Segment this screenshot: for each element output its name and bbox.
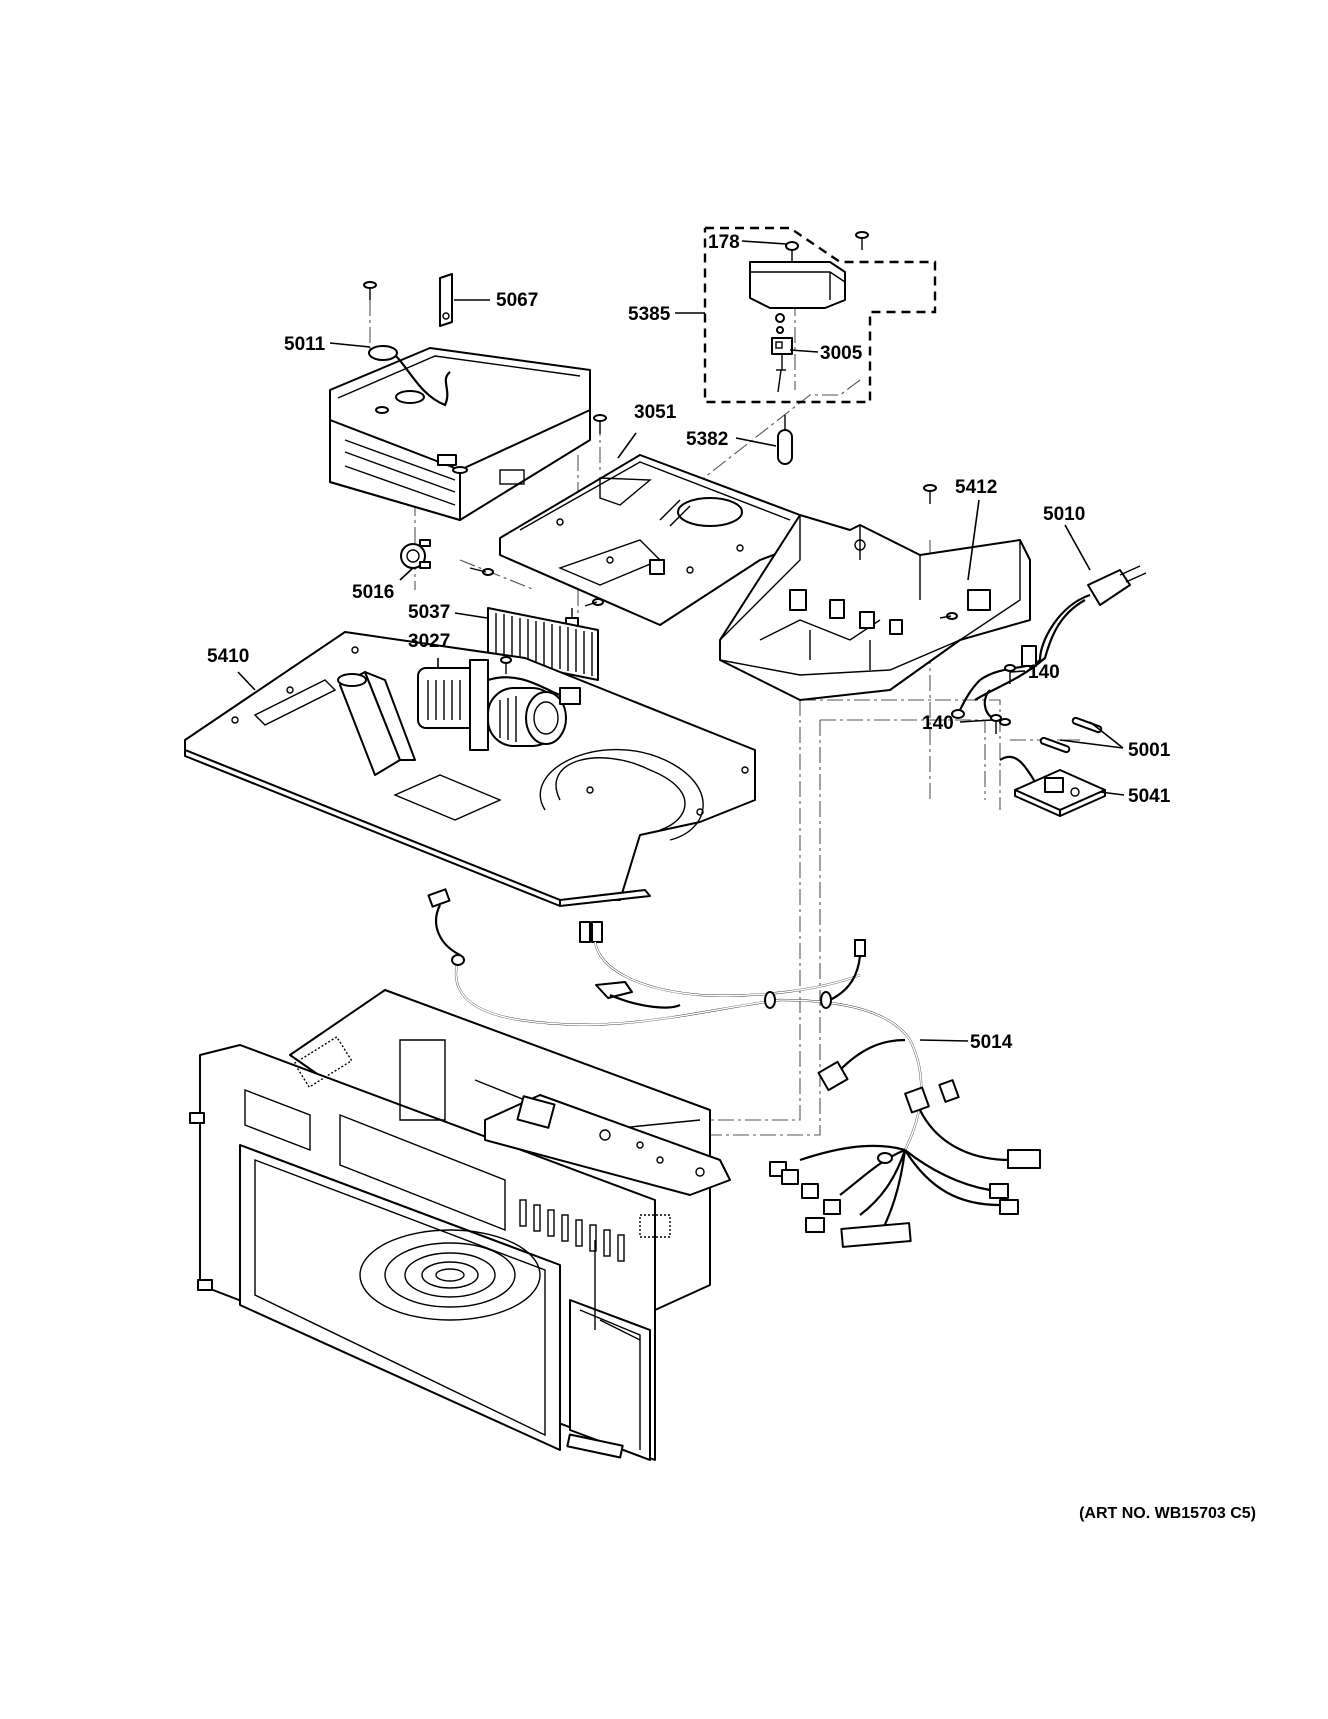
screw-5016	[469, 567, 494, 576]
screw-140-upper	[1004, 664, 1016, 684]
screw-under-plate	[584, 598, 604, 607]
cavity-vent-slots	[519, 1199, 625, 1262]
screw-3051	[593, 414, 607, 434]
part-5011-upper-duct-assembly	[329, 345, 591, 521]
screw-top-right	[855, 231, 869, 250]
screw-5011	[363, 281, 377, 300]
cavity-perforation	[293, 1035, 671, 1238]
screw-140-lower	[990, 714, 1002, 734]
callout-5410: 5410	[207, 646, 249, 667]
part-3051-mounting-plate	[499, 454, 801, 626]
part-178-nut	[785, 241, 799, 268]
callout-178: 178	[708, 232, 740, 253]
part-bracket-5385	[749, 261, 846, 309]
part-5067-bracket	[439, 273, 453, 327]
callout-3027: 3027	[408, 631, 450, 652]
blower-fins-right	[499, 696, 517, 742]
center-lines	[369, 300, 1080, 1136]
part-3027-blower-motor	[417, 659, 581, 751]
part-5041-board	[999, 755, 1106, 817]
callout-5014: 5014	[970, 1032, 1013, 1053]
callout-5412: 5412	[955, 477, 997, 498]
callout-labels: 178 5385 3005 5382 5067 5011 3051 5412 5…	[207, 232, 1256, 1522]
screw-5412	[923, 484, 937, 504]
callout-5382: 5382	[686, 429, 728, 450]
callout-5067: 5067	[496, 290, 538, 311]
callout-5037: 5037	[408, 602, 450, 623]
blower-fins-left	[427, 680, 461, 720]
part-5412-control-box	[719, 514, 1031, 701]
kit-5385-outline	[703, 226, 937, 404]
filter-mesh	[495, 613, 593, 676]
callout-5011: 5011	[284, 334, 326, 355]
callout-5041: 5041	[1128, 786, 1171, 807]
part-5014-wire-harness	[427, 888, 1041, 1248]
leader-lines	[237, 240, 1125, 1042]
part-5382-fuse	[777, 415, 793, 465]
callout-140-lower: 140	[922, 713, 954, 734]
callout-140-upper: 140	[1028, 662, 1060, 683]
part-duct-on-base	[337, 671, 416, 776]
callout-3005: 3005	[820, 343, 863, 364]
part-5001-fuses	[1039, 716, 1103, 754]
callout-5016: 5016	[352, 582, 394, 603]
callout-5010: 5010	[1043, 504, 1085, 525]
part-5410-base-plate	[184, 631, 756, 907]
callout-5385: 5385	[628, 304, 671, 325]
part-3005-switch	[771, 313, 793, 393]
screw-3027	[500, 656, 512, 674]
callout-5001: 5001	[1128, 740, 1171, 761]
art-number: (ART NO. WB15703 C5)	[1079, 1505, 1256, 1522]
part-5037-filter	[487, 607, 599, 681]
part-5010-power-cord	[951, 565, 1147, 726]
part-5016-thermostat	[400, 539, 431, 569]
callout-3051: 3051	[634, 402, 677, 423]
screw-box-front	[939, 612, 958, 620]
part-cavity-chassis	[189, 989, 731, 1461]
